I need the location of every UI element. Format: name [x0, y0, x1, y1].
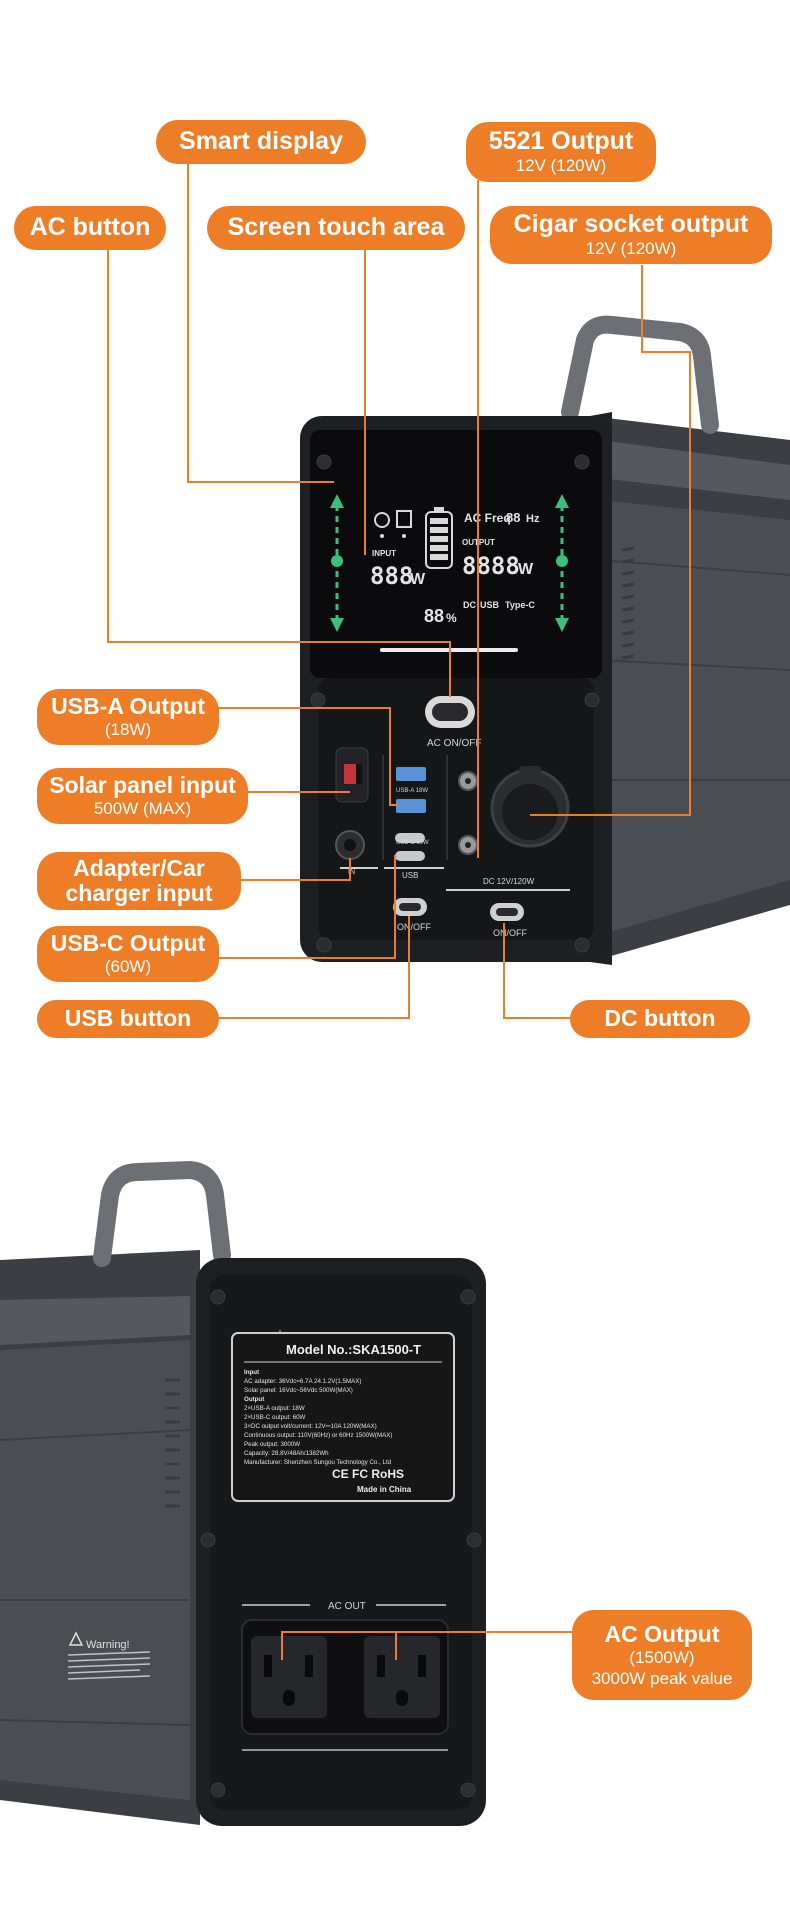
rear-label-text: Model No.:SKA1500-T Input AC adapter: 36…	[86, 1342, 442, 1651]
callout-subtitle: (18W)	[104, 720, 152, 740]
callout-title: Solar panel input	[49, 772, 236, 798]
callout-ac-button: AC button	[14, 206, 166, 250]
cert-marks: CE FC RoHS	[332, 1467, 404, 1481]
callout-leaders	[107, 160, 691, 1019]
callout-subtitle: 12V (120W)	[515, 156, 607, 176]
callout-subtitle-line2: 3000W peak value	[591, 1668, 733, 1688]
device-front	[300, 416, 635, 962]
callout-smart-display: Smart display	[156, 120, 366, 164]
usb-label: USB	[402, 871, 418, 880]
callout-title: DC button	[604, 1005, 716, 1032]
freq-label: AC Freq	[464, 511, 511, 525]
ac-output-leader	[281, 1631, 572, 1660]
model-number: Model No.:SKA1500-T	[286, 1342, 421, 1357]
usb-onoff-label: ON/OFF	[397, 922, 431, 932]
dc-12v-label: DC 12V/120W	[483, 877, 535, 886]
usbc-60w-label: USB-C 60W	[396, 840, 429, 846]
dc-in-label: IN	[348, 869, 355, 876]
spec-line: Continuous output: 110V(60Hz) or 60Hz 15…	[244, 1432, 392, 1439]
spec-line: Solar panel: 16Vdc~56Vdc 500W(MAX)	[244, 1387, 353, 1394]
spec-line: Input	[244, 1369, 259, 1376]
input-unit: W	[410, 571, 426, 588]
dc-onoff-label: ON/OFF	[493, 928, 527, 938]
callout-usb-button: USB button	[37, 1000, 219, 1038]
callout-subtitle: 12V (120W)	[585, 239, 677, 259]
spec-line: AC adapter: 36Vdc=6.7A 24.1.2V(1.5MAX)	[244, 1378, 361, 1385]
spec-line: 2×USB-A output: 18W	[244, 1405, 305, 1412]
callout-title: Adapter/Car	[73, 854, 205, 881]
output-unit: W	[518, 561, 534, 578]
callout-subtitle: (60W)	[104, 957, 152, 977]
dc-label: DC	[463, 600, 476, 610]
spec-line: 3×DC output volt/current: 12V⎓10A 120W(M…	[244, 1423, 377, 1430]
callout-title: USB button	[64, 1005, 192, 1032]
made-in-label: Made in China	[357, 1485, 412, 1494]
callout-adapter-car-charger-input: Adapter/Car charger input	[37, 852, 241, 910]
callout-screen-touch-area: Screen touch area	[207, 206, 465, 250]
percent-digits: 88	[424, 606, 444, 626]
output-digits: 8888	[462, 552, 520, 580]
freq-unit: Hz	[526, 513, 540, 525]
callout-title: Smart display	[179, 127, 343, 156]
callout-5521-output: 5521 Output 12V (120W)	[466, 122, 656, 182]
spec-line: Capacity: 28.8V/48Ah/1382Wh	[244, 1450, 329, 1457]
spec-line: Output	[244, 1396, 264, 1403]
spec-line: Peak output: 3000W	[244, 1441, 300, 1448]
callout-title: USB-C Output	[50, 930, 206, 956]
panel-printed-labels: AC ON/OFF USB-A 18W USB-C 60W USB DC 12V…	[348, 738, 535, 938]
input-digits: 888	[370, 562, 413, 590]
callout-cigar-socket-output: Cigar socket output 12V (120W)	[490, 206, 772, 264]
rear-device	[0, 1160, 486, 1826]
callout-title: 5521 Output	[488, 126, 634, 155]
callout-usb-a-output: USB-A Output (18W)	[37, 689, 219, 745]
callout-dc-button: DC button	[570, 1000, 750, 1038]
callout-subtitle: (1500W)	[629, 1647, 695, 1667]
usba-18w-label: USB-A 18W	[396, 788, 428, 794]
typec-label: Type-C	[505, 600, 535, 610]
spec-line: Manufacturer: Shenzhen Sungou Technology…	[244, 1459, 392, 1466]
spec-line: 2×USB-C output: 60W	[244, 1414, 306, 1421]
ac-onoff-label: AC ON/OFF	[427, 738, 481, 749]
callout-title-line2: charger input	[65, 880, 213, 906]
callout-title: Cigar socket output	[513, 209, 749, 238]
callout-title: AC button	[29, 213, 151, 242]
ac-out-label: AC OUT	[328, 1601, 366, 1612]
input-label: INPUT	[372, 549, 396, 558]
device-handle	[561, 315, 719, 434]
callout-ac-output: AC Output (1500W) 3000W peak value	[572, 1610, 752, 1700]
callout-title: Screen touch area	[227, 213, 445, 242]
callout-usb-c-output: USB-C Output (60W)	[37, 926, 219, 982]
percent-unit: %	[446, 611, 457, 625]
callout-solar-panel-input: Solar panel input 500W (MAX)	[37, 768, 248, 824]
callout-title: USB-A Output	[51, 693, 205, 719]
usb-label: USB	[480, 600, 500, 610]
callout-title: AC Output	[604, 1620, 720, 1647]
freq-digits: 88	[506, 510, 520, 525]
warning-label: Warning!	[86, 1639, 130, 1651]
callout-subtitle: 500W (MAX)	[93, 799, 192, 819]
